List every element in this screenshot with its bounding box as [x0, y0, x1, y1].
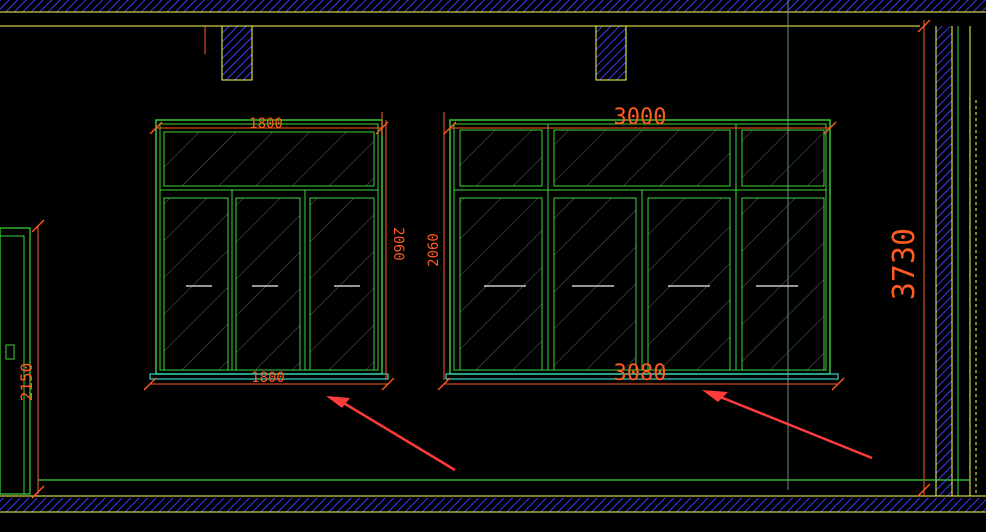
window-right-transom-pane	[553, 129, 731, 187]
window-left-sill	[149, 373, 389, 380]
window-left: 1800 2060 1800	[143, 112, 406, 391]
total-height-dimension: 3730	[887, 19, 931, 497]
window-right-transom-pane	[459, 129, 543, 187]
window-right-sill	[445, 373, 839, 380]
annotation-arrow-left	[326, 396, 456, 472]
window-left-pane	[309, 197, 375, 371]
door-height-label: 2150	[17, 363, 36, 402]
window-left-height-label: 2060	[390, 227, 406, 261]
window-right-pane	[647, 197, 731, 371]
annotation-arrow-right	[702, 390, 873, 460]
right-wall	[935, 26, 977, 496]
window-right-pane	[741, 197, 825, 371]
floor	[0, 479, 986, 513]
door-left: 2150	[0, 219, 45, 499]
window-right: 3000 2060 3080	[426, 105, 845, 391]
window-left-bottom-width-label: 1800	[251, 370, 285, 386]
window-right-transom-pane	[741, 129, 825, 187]
top-wall	[0, 0, 986, 81]
window-right-top-width-label: 3000	[614, 105, 667, 130]
window-right-height-label: 2060	[426, 233, 442, 267]
window-left-pane	[235, 197, 301, 371]
window-left-pane	[163, 197, 229, 371]
window-left-top-width-label: 1800	[249, 116, 283, 132]
window-right-pane	[459, 197, 543, 371]
window-left-transom-pane	[163, 131, 375, 187]
total-height-label: 3730	[887, 228, 922, 300]
window-right-bottom-width-label: 3080	[614, 361, 667, 386]
window-right-pane	[553, 197, 637, 371]
